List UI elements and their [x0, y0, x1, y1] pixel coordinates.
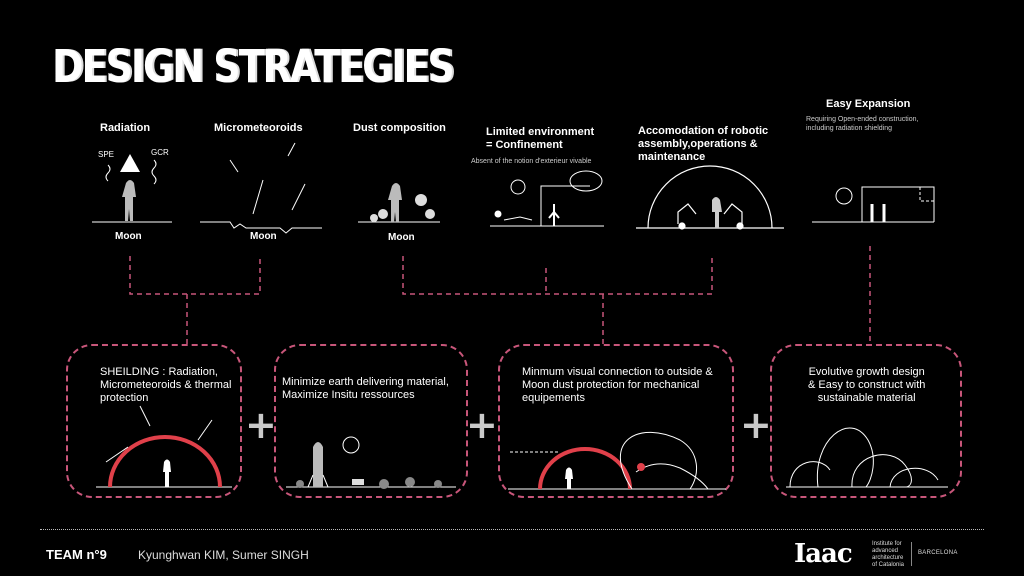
- institute-name: Institute for advanced architecture of C…: [872, 541, 905, 568]
- constraint-expansion-label: Easy Expansion: [826, 98, 911, 110]
- authors-label: Kyunghwan KIM, Sumer SINGH: [138, 548, 309, 562]
- strategy-box-insitu: [274, 344, 468, 498]
- city-label: BARCELONA: [918, 550, 958, 556]
- connector-lines: [129, 246, 871, 344]
- plus-symbol-2: +: [466, 403, 498, 447]
- expansion-illustration: [812, 186, 935, 223]
- constraint-dust-label: Dust composition: [353, 122, 446, 134]
- constraint-micrometeoroids-label: Micrometeoroids: [214, 122, 303, 134]
- plus-symbol-1: +: [245, 403, 277, 447]
- confinement-illustration: [490, 170, 604, 227]
- shield-dome-illustration: [96, 405, 232, 488]
- ground-label-moon-3: Moon: [388, 232, 415, 243]
- evolutive-growth-illustration: [786, 427, 948, 488]
- strategy-box-shielding: [66, 344, 242, 498]
- robotic-dome-illustration: [636, 165, 784, 230]
- constraint-radiation-label: Radiation: [100, 122, 151, 134]
- strategy-text-shielding: SHEILDING : Radiation, Micrometeoroids &…: [100, 366, 232, 404]
- strategy-text-visual-connection: Minmum visual connection to outside & Mo…: [522, 366, 713, 404]
- ground-label-moon-1: Moon: [115, 231, 142, 242]
- strategy-box-visual-connection: [498, 344, 734, 498]
- strategy-box-expansion: [770, 344, 962, 498]
- spe-tag: SPE: [98, 150, 115, 159]
- constraint-confinement-note: Absent of the notion d'exterieur vivable: [471, 158, 592, 165]
- strategy-text-expansion: Evolutive growth design & Easy to constr…: [808, 366, 926, 404]
- page-title: DESIGN STRATEGIES: [52, 40, 455, 93]
- plus-symbol-3: +: [740, 403, 772, 447]
- team-label: TEAM n°9: [46, 547, 107, 562]
- footer-divider: [40, 529, 984, 530]
- visual-connection-illustration: [508, 431, 726, 490]
- logo-separator: [911, 542, 912, 566]
- ground-label-moon-2: Moon: [250, 231, 277, 242]
- gcr-tag: GCR: [151, 148, 169, 157]
- constraint-confinement-label: Limited environment = Confinement: [486, 126, 595, 151]
- constraint-expansion-note: Requiring Open-ended construction, inclu…: [806, 116, 919, 132]
- radiation-illustration: [92, 154, 172, 223]
- micrometeoroids-illustration: [200, 142, 322, 234]
- iaac-logo: Iaac: [794, 539, 853, 569]
- strategy-text-insitu: Minimize earth delivering material, Maxi…: [282, 376, 449, 401]
- dust-composition-illustration: [358, 183, 440, 223]
- constraint-robotic-label: Accomodation of robotic assembly,operati…: [638, 125, 769, 163]
- insitu-rocket-illustration: [286, 436, 456, 489]
